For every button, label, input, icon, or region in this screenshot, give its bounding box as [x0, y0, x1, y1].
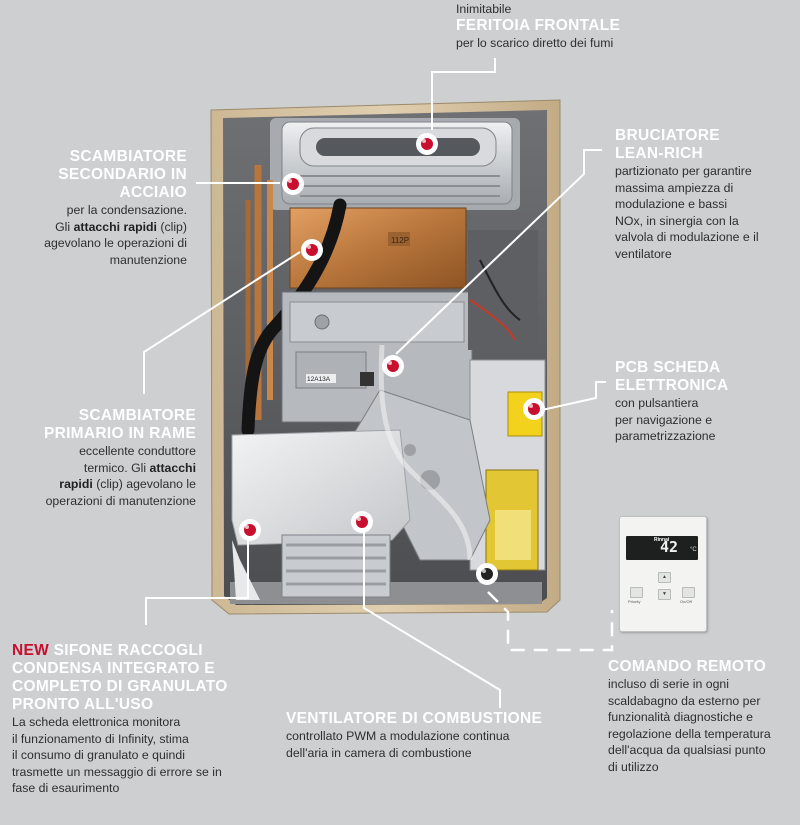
sifone-title-2: CONDENSA INTEGRATO E — [12, 660, 215, 677]
sifone-title-1: NEW SIFONE RACCOGLI — [12, 642, 203, 659]
pcb-body-1: con pulsantiera — [615, 396, 699, 410]
bruciatore-body-4: NOx, in sinergia con la — [615, 213, 739, 228]
pcb-body-3: parametrizzazione — [615, 429, 716, 443]
primario-body-2: termico. Gli attacchi — [83, 460, 196, 475]
sifone-body-2: il funzionamento di Infinity, stima — [12, 731, 189, 746]
secondario-body-4: manutenzione — [109, 252, 187, 267]
secondario-body-1: per la condensazione. — [66, 203, 187, 217]
ventilatore-body-1: controllato PWM a modulazione continua — [286, 729, 510, 743]
remote-control: Rinnai 42 °C ▲ ▼ Priority On/Off — [619, 516, 707, 632]
sifone-title-3: COMPLETO DI GRANULATO — [12, 678, 228, 695]
comando-body-1: incluso di serie in ogni — [608, 677, 729, 691]
sifone-body-3: il consumo di granulato e quindi — [12, 748, 185, 762]
bruciatore-title-1: BRUCIATORE — [615, 127, 720, 144]
remote-down-button[interactable]: ▼ — [658, 589, 671, 600]
primario-body-4: operazioni di manutenzione — [45, 493, 196, 508]
sifone-body-5: fase di esaurimento — [12, 781, 120, 795]
label-pcb: PCB SCHEDA ELETTRONICA con pulsantiera p… — [615, 359, 795, 445]
sifone-title-4: PRONTO ALL'USO — [12, 696, 154, 713]
exchanger-code: 112P — [391, 236, 409, 245]
comando-body-4: regolazione della temperatura — [608, 726, 771, 741]
leader-lines — [143, 58, 606, 708]
comando-body-5: dell'acqua da qualsiasi punto — [608, 743, 766, 757]
pcb-title-2: ELETTRONICA — [615, 377, 729, 394]
comando-body-6: di utilizzo — [608, 759, 659, 774]
feritoia-pre: Inimitabile — [456, 2, 512, 16]
label-sifone: NEW SIFONE RACCOGLI CONDENSA INTEGRATO E… — [12, 642, 292, 797]
sifone-body-1: La scheda elettronica monitora — [12, 715, 181, 729]
black-hose — [241, 198, 347, 437]
remote-temperature: 42 — [660, 538, 679, 556]
marker-ventilatore — [351, 511, 373, 533]
label-comando-remoto: COMANDO REMOTO incluso di serie in ogni … — [608, 658, 796, 775]
secondario-title-1: SCAMBIATORE — [69, 148, 187, 165]
secondario-body-3: agevolano le operazioni di — [44, 236, 187, 250]
ventilatore-title: VENTILATORE DI COMBUSTIONE — [286, 710, 543, 727]
bruciatore-body-3: modulazione e bassi — [615, 197, 728, 211]
remote-power-label: On/Off — [680, 599, 692, 604]
primario-title-1: SCAMBIATORE — [78, 407, 196, 424]
remote-priority-button[interactable] — [630, 587, 643, 598]
ventilatore-body-2: dell'aria in camera di combustione — [286, 745, 472, 760]
sifone-body-4: trasmette un messaggio di errore se in — [12, 764, 222, 779]
marker-pcb — [523, 398, 545, 420]
bruciatore-title-2: LEAN-RICH — [615, 145, 703, 162]
secondario-title-3: ACCIAIO — [119, 184, 187, 201]
marker-feritoia — [416, 133, 438, 155]
comando-title: COMANDO REMOTO — [608, 658, 767, 675]
flue-opening — [316, 138, 480, 156]
bruciatore-body-5: valvola di modulazione e il — [615, 230, 759, 244]
new-badge: NEW — [12, 642, 50, 659]
remote-brand: Rinnai — [654, 537, 670, 543]
marker-bruciatore — [382, 355, 404, 377]
label-bruciatore: BRUCIATORE LEAN-RICH partizionato per ga… — [615, 127, 795, 262]
feritoia-body: per lo scarico diretto dei fumi — [456, 36, 614, 50]
bruciatore-body-1: partizionato per garantire — [615, 164, 752, 178]
feritoia-title: FERITOIA FRONTALE — [456, 17, 621, 34]
bruciatore-body-6: ventilatore — [615, 246, 672, 261]
primario-body-3: rapidi (clip) agevolano le — [59, 477, 196, 491]
remote-power-button[interactable] — [682, 587, 695, 598]
label-scambiatore-primario: SCAMBIATORE PRIMARIO IN RAME eccellente … — [20, 407, 196, 509]
label-feritoia-frontale: Inimitabile FERITOIA FRONTALE per lo sca… — [456, 2, 620, 52]
pcb-title-1: PCB SCHEDA — [615, 359, 721, 376]
bruciatore-body-2: massima ampiezza di — [615, 180, 734, 195]
remote-display: Rinnai 42 °C — [626, 536, 698, 560]
secondario-body-2: Gli attacchi rapidi (clip) — [55, 219, 187, 234]
remote-unit: °C — [690, 547, 697, 553]
pcb-body-2: per navigazione e — [615, 412, 713, 427]
label-ventilatore: VENTILATORE DI COMBUSTIONE controllato P… — [286, 710, 576, 761]
secondario-title-2: SECONDARIO IN — [58, 166, 187, 183]
marker-scambiatore-secondario — [282, 173, 304, 195]
panel-code: 12A13A — [307, 376, 331, 383]
marker-comando — [476, 563, 498, 585]
comando-body-3: funzionalità diagnostiche e — [608, 710, 753, 724]
primario-title-2: PRIMARIO IN RAME — [43, 425, 196, 442]
remote-priority-label: Priority — [628, 599, 641, 604]
marker-scambiatore-primario — [301, 239, 323, 261]
remote-up-button[interactable]: ▲ — [658, 572, 671, 583]
primario-body-1: eccellente conduttore — [79, 444, 196, 458]
markers — [239, 133, 545, 585]
label-scambiatore-secondario: SCAMBIATORE SECONDARIO IN ACCIAIO per la… — [30, 148, 187, 268]
marker-sifone — [239, 519, 261, 541]
comando-body-2: scaldabagno da esterno per — [608, 693, 761, 708]
